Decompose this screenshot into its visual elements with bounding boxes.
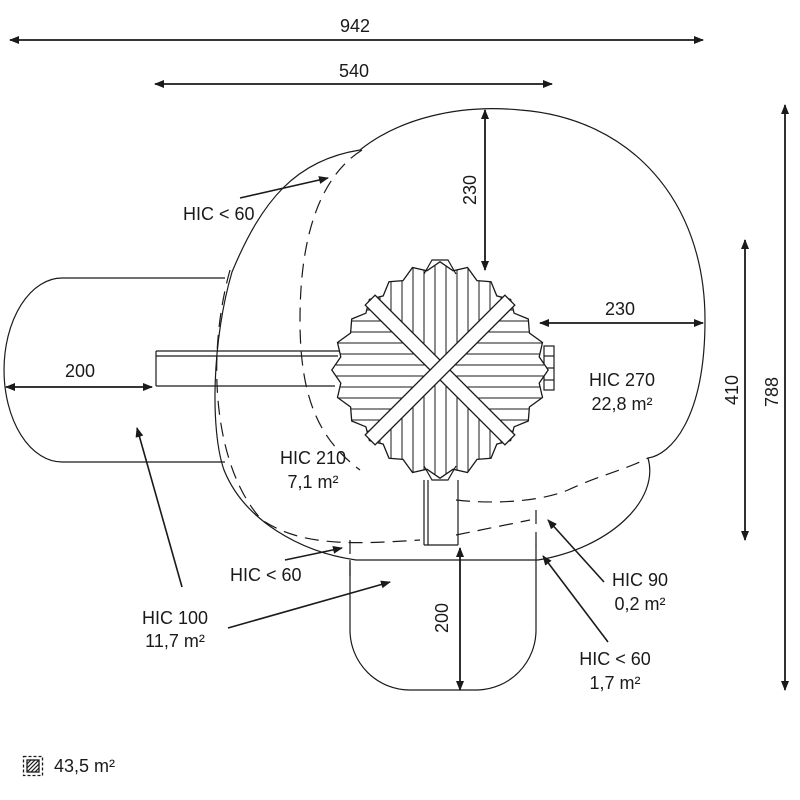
zone-hic90-label: HIC 90 (612, 570, 668, 590)
zone-hic210-label: HIC 210 (280, 448, 346, 468)
zone-hic270-label: HIC 270 (589, 370, 655, 390)
zone-hic210-area: 7,1 m² (287, 472, 338, 492)
roof-finial (423, 465, 457, 481)
dimension-total-width-label: 942 (340, 16, 370, 36)
left-slide (155, 350, 340, 387)
zone-hic60-top-label: HIC < 60 (183, 204, 255, 224)
area-legend: 43,5 m² (22, 752, 115, 780)
dimension-bottom-extension-label: 200 (432, 603, 452, 633)
total-area-label: 43,5 m² (54, 755, 116, 776)
bottom-runout-zone (349, 545, 537, 691)
dimension-top-clearance-label: 230 (460, 175, 480, 205)
zone-hic60-mid-label: HIC < 60 (230, 565, 302, 585)
zone-hic100-label: HIC 100 (142, 608, 208, 628)
zone-hic100-area: 11,7 m² (145, 631, 205, 651)
bottom-slide (423, 480, 459, 546)
dimension-left-extension: 200 (5, 361, 153, 391)
dimension-inner-height: 410 (722, 239, 749, 541)
zone-hic90-area: 0,2 m² (614, 594, 665, 614)
dimension-inner-height-label: 410 (722, 375, 742, 405)
inner-zone-boundary-bottom (349, 510, 537, 580)
dimension-bottom-extension: 200 (432, 547, 464, 691)
dimension-total-height-label: 788 (762, 377, 782, 407)
dimension-right-clearance: 230 (539, 299, 704, 327)
dimension-platform-width-label: 540 (339, 61, 369, 81)
hatched-area-icon (22, 755, 44, 777)
main-safety-zone (214, 108, 706, 561)
left-runout-zone (3, 277, 225, 463)
dimension-total-width: 942 (9, 16, 704, 44)
roof-finial (423, 259, 457, 275)
dimension-left-extension-label: 200 (65, 361, 95, 381)
zone-hic270-area: 22,8 m² (591, 394, 652, 414)
tower-roof (331, 259, 549, 481)
dimension-top-clearance: 230 (460, 109, 489, 271)
inner-zone-boundary-left (299, 149, 363, 471)
dimension-right-clearance-label: 230 (605, 299, 635, 319)
inner-zone-boundary-right (455, 457, 649, 503)
roof-ridge (364, 294, 516, 446)
dimension-total-height: 788 (762, 104, 789, 691)
zone-hic60-bottom-area: 1,7 m² (589, 673, 640, 693)
zone-hic60-bottom-label: HIC < 60 (579, 649, 651, 669)
dimension-platform-width: 540 (154, 61, 553, 88)
